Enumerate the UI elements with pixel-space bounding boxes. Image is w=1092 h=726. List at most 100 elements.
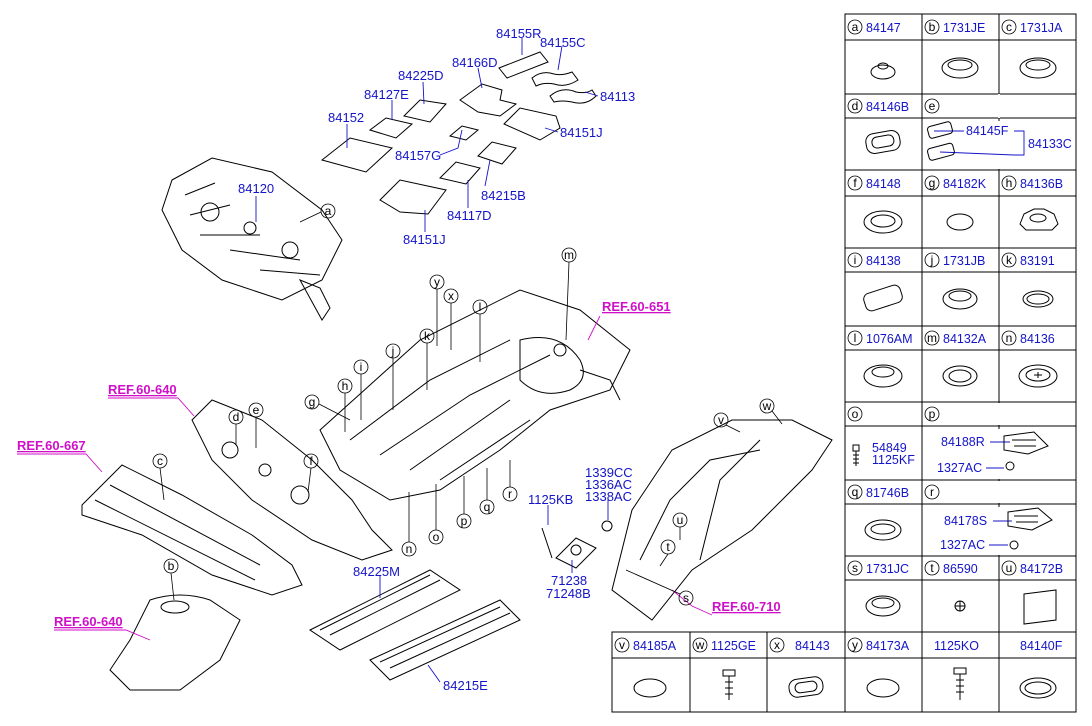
svg-text:i[interactable]: i [360,360,363,374]
side-body-panel[interactable] [611,419,833,621]
label-1125kb[interactable]: 1125KB [528,492,573,507]
dash-panel-84120[interactable] [161,157,343,321]
svg-text:k[interactable]: k [424,329,431,343]
dash-insulator[interactable] [191,399,393,561]
label-84225d[interactable]: 84225D [398,68,444,83]
cowl-panel[interactable] [81,464,303,596]
svg-text:1731JC[interactable]: 1731JC [866,562,909,576]
svg-text:84145F[interactable]: 84145F [966,124,1009,138]
svg-text:t[interactable]: t [666,540,670,554]
pad-84113[interactable] [549,89,597,104]
ref-60-710[interactable]: REF.60-710 [712,599,781,614]
pad-84155r[interactable] [498,51,549,79]
label-84117d[interactable]: 84117D [447,208,492,223]
svg-text:1731JA[interactable]: 1731JA [1020,21,1063,35]
bracket-71238[interactable] [541,520,613,569]
svg-text:1125KF[interactable]: 1125KF [872,453,915,467]
ref-60-667[interactable]: REF.60-667 [17,438,86,453]
svg-text:84138[interactable]: 84138 [866,254,901,268]
svg-text:n[interactable]: n [406,542,413,556]
pad-84157g[interactable] [448,125,480,141]
svg-text:84173A[interactable]: 84173A [866,639,910,653]
svg-text:81746B[interactable]: 81746B [866,486,909,500]
svg-text:1731JE[interactable]: 1731JE [943,21,985,35]
pad-84225d[interactable] [403,99,447,123]
label-71238[interactable]: 71238 [551,573,587,588]
svg-text:83191[interactable]: 83191 [1020,254,1055,268]
label-84155c[interactable]: 84155C [540,35,586,50]
svg-text:w[interactable]: w [762,399,772,413]
svg-text:g[interactable]: g [309,395,316,409]
label-84120[interactable]: 84120 [238,181,274,196]
svg-text:84140F[interactable]: 84140F [1020,639,1063,653]
svg-text:m[interactable]: m [564,248,574,262]
svg-text:h[interactable]: h [342,379,349,393]
ref-60-651[interactable]: REF.60-651 [602,299,671,314]
svg-text:84133C[interactable]: 84133C [1028,137,1072,151]
svg-text:84146B[interactable]: 84146B [866,100,909,114]
label-84127e[interactable]: 84127E [364,87,409,102]
pad-84151j-bot[interactable] [379,179,447,215]
svg-text:e[interactable]: e [253,403,260,417]
label-84157g[interactable]: 84157G [395,148,441,163]
label-1339cc[interactable]: 1339CC [585,465,633,480]
svg-text:1731JB[interactable]: 1731JB [943,254,985,268]
label-84166d[interactable]: 84166D [452,55,498,70]
label-84215b[interactable]: 84215B [481,188,526,203]
svg-text:84182K[interactable]: 84182K [943,177,987,191]
label-71248b[interactable]: 71248B [546,586,591,601]
ref-60-640-upper[interactable]: REF.60-640 [108,382,177,397]
svg-text:d[interactable]: d [233,410,240,424]
svg-text:84143[interactable]: 84143 [795,639,830,653]
svg-text:q[interactable]: q [484,500,491,514]
svg-text:1327AC[interactable]: 1327AC [940,538,985,552]
pad-84127e[interactable] [368,117,414,139]
svg-text:84132A[interactable]: 84132A [943,332,987,346]
label-84215e[interactable]: 84215E [443,678,488,693]
side-insulator[interactable] [109,594,241,691]
svg-text:84185A[interactable]: 84185A [633,639,677,653]
svg-text:86590[interactable]: 86590 [943,562,978,576]
pad-84166d[interactable] [459,83,518,117]
pad-84155c[interactable] [531,71,579,87]
label-84151j-bot[interactable]: 84151J [403,232,446,247]
svg-text:f[interactable]: f [309,454,313,468]
svg-text:84178S[interactable]: 84178S [944,514,987,528]
svg-text:84188R[interactable]: 84188R [941,435,985,449]
svg-text:84136[interactable]: 84136 [1020,332,1055,346]
svg-text:1125KO[interactable]: 1125KO [934,639,979,653]
svg-text:1076AM[interactable]: 1076AM [866,332,913,346]
svg-text:x[interactable]: x [448,289,454,303]
label-84155r[interactable]: 84155R [496,26,542,41]
svg-text:84147[interactable]: 84147 [866,21,901,35]
svg-text:y[interactable]: y [434,275,440,289]
pad-84151j-top[interactable] [503,107,561,141]
label-1338ac[interactable]: 1338AC [585,489,632,504]
svg-text:1125GE[interactable]: 1125GE [711,639,756,653]
pad-84117d[interactable] [439,161,481,185]
svg-text:o[interactable]: o [433,530,440,544]
under-cover-84225m[interactable] [309,569,461,651]
svg-text:54849[interactable]: 54849 [872,441,907,455]
ref-60-640-lower[interactable]: REF.60-640 [54,614,123,629]
label-1336ac[interactable]: 1336AC [585,477,632,492]
svg-text:84148[interactable]: 84148 [866,177,901,191]
svg-text:84172B[interactable]: 84172B [1020,562,1063,576]
svg-text:u[interactable]: u [677,513,684,527]
label-84113[interactable]: 84113 [600,89,635,104]
label-84151j-top[interactable]: 84151J [560,125,603,140]
svg-text:j[interactable]: j [391,344,395,358]
svg-text:r[interactable]: r [508,487,512,501]
pad-84215b[interactable] [477,141,517,165]
svg-text:p[interactable]: p [461,514,468,528]
svg-text:v[interactable]: v [718,413,724,427]
svg-text:s[interactable]: s [683,591,689,605]
pad-84152[interactable] [320,137,394,173]
svg-text:1327AC[interactable]: 1327AC [937,461,982,475]
under-cover-84215e[interactable] [369,599,521,681]
svg-text:a[interactable]: a [325,204,332,218]
svg-text:c[interactable]: c [157,454,163,468]
svg-text:84136B[interactable]: 84136B [1020,177,1063,191]
floor-panel-assembly[interactable] [319,289,631,501]
svg-text:b[interactable]: b [168,559,175,573]
